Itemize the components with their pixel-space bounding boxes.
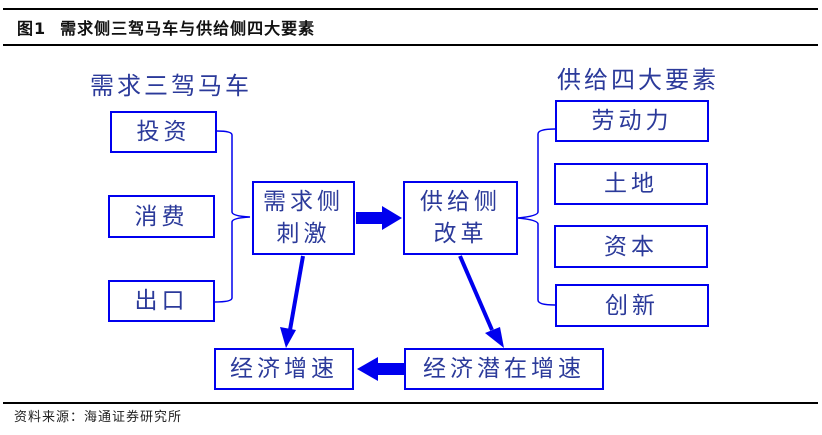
top-rule (3, 8, 818, 10)
supply-side-line-1: 供给侧 (420, 189, 501, 215)
demand-side-line-1: 需求侧 (263, 189, 344, 215)
supply-factor-land: 土地 (554, 163, 708, 205)
supply-factor-innovation: 创新 (555, 284, 709, 327)
arrow-supply-to-potential-head (485, 327, 504, 348)
supply-bracket (517, 128, 556, 306)
demand-heading: 需求三驾马车 (90, 72, 252, 100)
demand-side-line-2: 刺激 (276, 221, 331, 247)
potential-growth-box: 经济潜在增速 (404, 348, 604, 390)
demand-side-stimulus-box: 需求侧 刺激 (252, 181, 355, 255)
arrow-demand-to-supply (356, 206, 402, 230)
demand-factor-consumption: 消费 (108, 195, 215, 238)
figure-title-text: 需求侧三驾马车与供给侧四大要素 (60, 19, 316, 38)
title-rule (3, 44, 818, 46)
supply-side-line-2: 改革 (433, 221, 488, 247)
demand-bracket (213, 130, 251, 303)
demand-factor-investment: 投资 (110, 111, 217, 153)
supply-factor-labor: 劳动力 (555, 100, 709, 142)
supply-factor-capital: 资本 (554, 225, 708, 268)
bottom-rule (3, 402, 818, 404)
supply-heading: 供给四大要素 (557, 66, 719, 94)
supply-side-reform-box: 供给侧 改革 (403, 181, 518, 255)
arrow-supply-to-potential-line (458, 255, 494, 331)
source-note: 资料来源：海通证券研究所 (14, 410, 183, 425)
figure-title: 图1 需求侧三驾马车与供给侧四大要素 (17, 15, 315, 39)
figure-number: 图1 (17, 19, 47, 38)
arrow-potential-to-growth (357, 357, 404, 381)
demand-factor-export: 出口 (108, 280, 215, 322)
economic-growth-box: 经济增速 (214, 348, 354, 390)
arrow-demand-to-growth-line (288, 255, 305, 331)
arrow-demand-to-growth-head (280, 327, 296, 348)
